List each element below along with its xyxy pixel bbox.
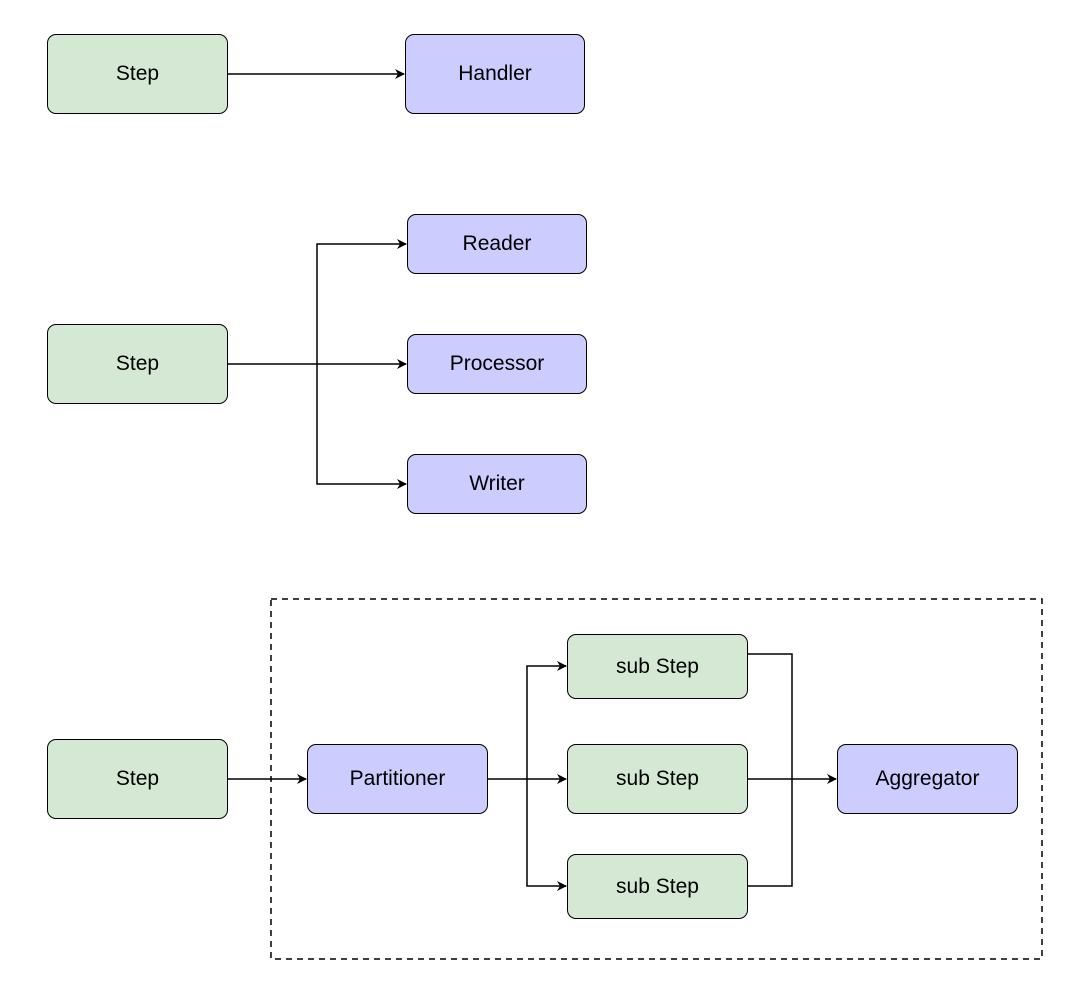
edge-step-to-reader xyxy=(316,239,407,364)
processor-node: Processor xyxy=(407,334,587,394)
handler-node: Handler xyxy=(405,34,585,114)
edge-sub-step-3-to-aggregator xyxy=(748,779,793,887)
edge-partitioner-to-sub-step-3 xyxy=(526,779,567,891)
sub-step-node-1: sub Step xyxy=(567,634,748,699)
writer-node: Writer xyxy=(407,454,587,514)
step-node-1: Step xyxy=(47,34,228,114)
edge-partitioner-to-sub-step-1 xyxy=(526,661,567,779)
edge-sub-step-1-to-aggregator xyxy=(748,653,793,779)
step-node-3: Step xyxy=(47,739,228,819)
sub-step-node-3: sub Step xyxy=(567,854,748,919)
reader-node: Reader xyxy=(407,214,587,274)
step-node-2: Step xyxy=(47,324,228,404)
edge-step-to-writer xyxy=(316,364,407,489)
sub-step-node-2: sub Step xyxy=(567,744,748,814)
partitioner-node: Partitioner xyxy=(307,744,488,814)
aggregator-node: Aggregator xyxy=(837,744,1018,814)
